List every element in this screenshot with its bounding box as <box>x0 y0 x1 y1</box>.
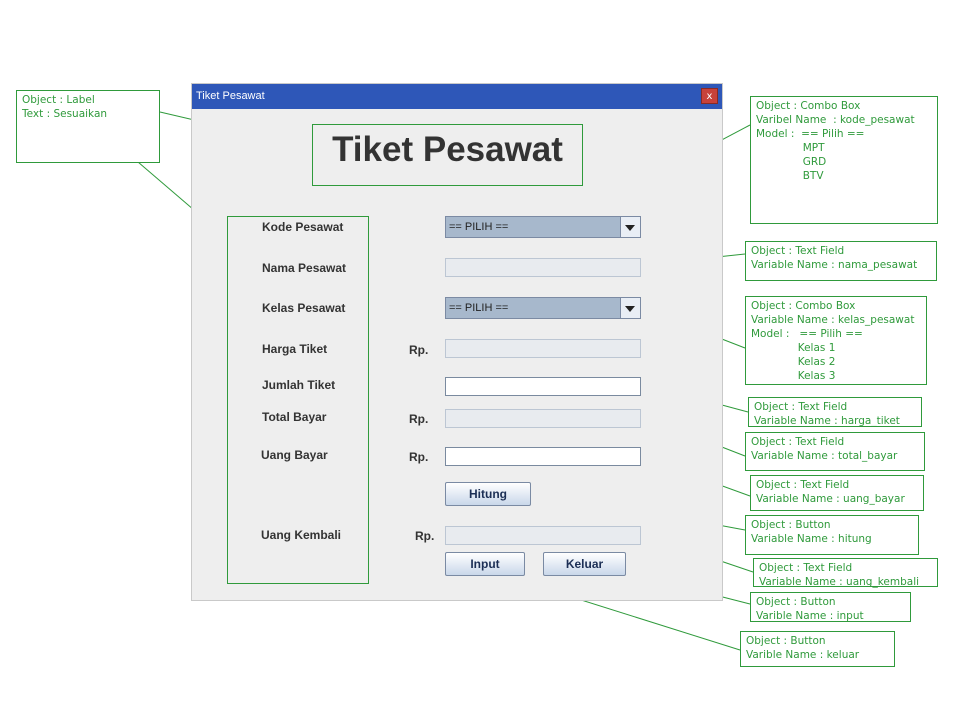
annotation-uang-kembali-field: Object : Text Field Variable Name : uang… <box>753 558 938 588</box>
rp-total: Rp. <box>409 412 429 426</box>
label-harga-tiket: Harga Tiket <box>262 342 328 356</box>
rp-uang-bayar: Rp. <box>409 450 429 464</box>
close-button[interactable]: x <box>701 88 718 104</box>
hitung-button[interactable]: Hitung <box>445 482 531 506</box>
annotation-keluar-button: Object : Button Varible Name : keluar <box>740 631 895 667</box>
label-total-bayar: Total Bayar <box>262 410 327 424</box>
kode-pesawat-value: == PILIH == <box>449 221 509 233</box>
kelas-pesawat-value: == PILIH == <box>449 302 509 314</box>
jumlah-tiket-field[interactable] <box>445 377 641 396</box>
input-button[interactable]: Input <box>445 552 525 576</box>
annotation-total-field: Object : Text Field Variable Name : tota… <box>745 432 925 471</box>
annotation-kelas-combo: Object : Combo Box Variable Name : kelas… <box>745 296 927 385</box>
header-label-box <box>312 124 583 186</box>
page-title: Tiket Pesawat <box>332 130 563 169</box>
rp-uang-kembali: Rp. <box>415 529 435 543</box>
label-kelas-pesawat: Kelas Pesawat <box>262 301 346 315</box>
annotation-nama-field: Object : Text Field Variable Name : nama… <box>745 241 937 281</box>
window-title: Tiket Pesawat <box>196 90 265 102</box>
rp-harga: Rp. <box>409 343 429 357</box>
label-nama-pesawat: Nama Pesawat <box>262 261 347 275</box>
label-uang-kembali: Uang Kembali <box>261 528 342 542</box>
harga-tiket-field[interactable] <box>445 339 641 358</box>
kode-pesawat-combo[interactable]: == PILIH == <box>445 216 641 238</box>
label-uang-bayar: Uang Bayar <box>261 448 328 462</box>
annotation-harga-field: Object : Text Field Variable Name : harg… <box>748 397 922 427</box>
annotation-hitung-button: Object : Button Variable Name : hitung <box>745 515 919 555</box>
annotation-input-button: Object : Button Varible Name : input <box>750 592 911 622</box>
label-kode-pesawat: Kode Pesawat <box>262 220 344 234</box>
uang-bayar-field[interactable] <box>445 447 641 466</box>
chevron-down-icon[interactable] <box>620 298 640 318</box>
label-jumlah-tiket: Jumlah Tiket <box>262 378 336 392</box>
annotation-label: Object : Label Text : Sesuaikan <box>16 90 160 163</box>
uang-kembali-field[interactable] <box>445 526 641 545</box>
annotation-kode-combo: Object : Combo Box Varibel Name : kode_p… <box>750 96 938 224</box>
kelas-pesawat-combo[interactable]: == PILIH == <box>445 297 641 319</box>
labels-group-box <box>227 216 369 584</box>
title-bar[interactable]: Tiket Pesawat x <box>192 84 722 109</box>
annotation-uang-bayar-field: Object : Text Field Variable Name : uang… <box>750 475 924 511</box>
chevron-down-icon[interactable] <box>620 217 640 237</box>
nama-pesawat-field[interactable] <box>445 258 641 277</box>
total-bayar-field[interactable] <box>445 409 641 428</box>
keluar-button[interactable]: Keluar <box>543 552 626 576</box>
